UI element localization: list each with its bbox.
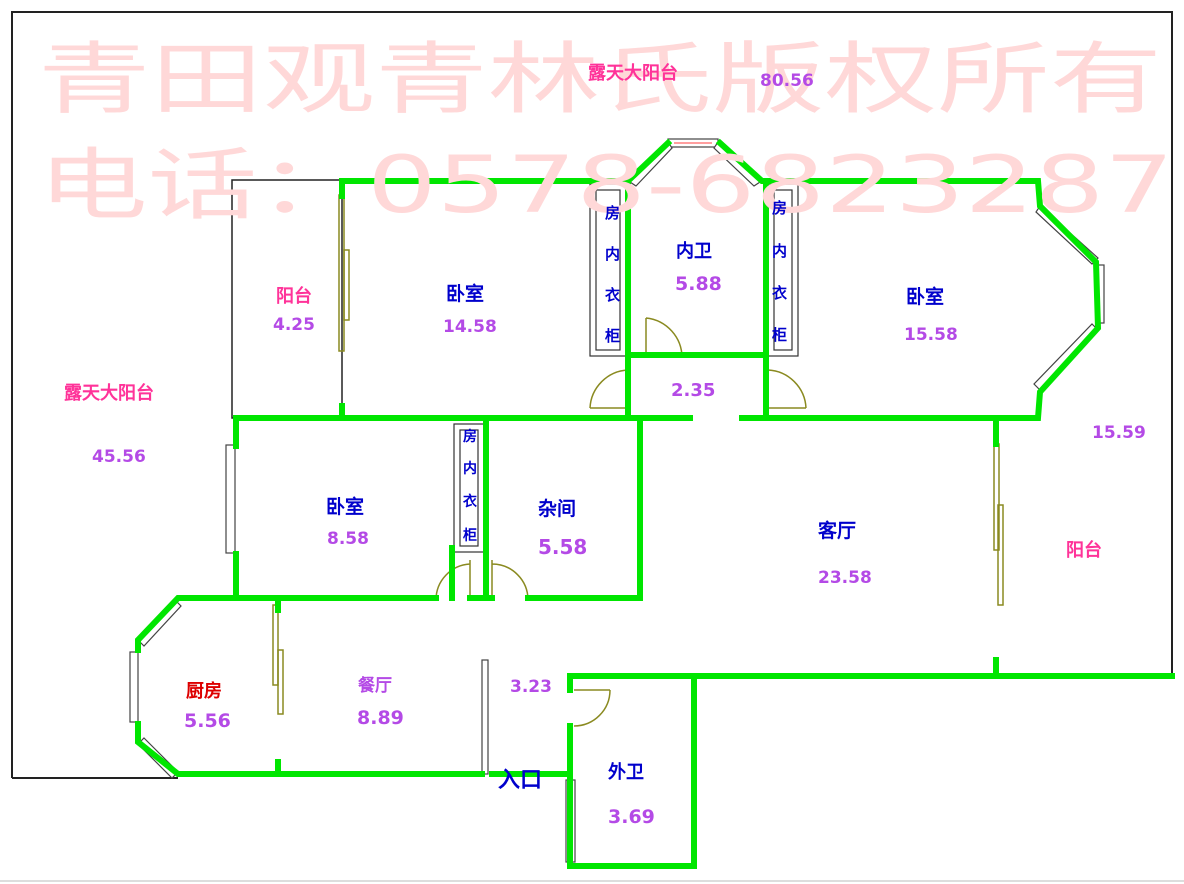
inner-bath-name: 内卫 [676, 240, 712, 262]
divider-foyer [481, 659, 489, 775]
bedroom-small-area: 8.58 [327, 529, 369, 549]
guest-bath-name: 外卫 [608, 761, 644, 783]
inner-bath-area: 5.88 [675, 273, 722, 295]
balcony-small-name: 阳台 [276, 285, 312, 307]
wardrobe-outlines [453, 183, 799, 553]
wardrobe-3-char-4: 柜 [463, 527, 477, 544]
foyer-area: 3.23 [510, 677, 552, 697]
dining-area: 8.89 [357, 707, 404, 729]
bedroom-main-name: 卧室 [446, 282, 484, 305]
entrance-label: 入口 [498, 768, 542, 793]
walls [135, 138, 1175, 869]
wardrobe-2-char-4: 柜 [771, 326, 787, 344]
bedroom-small-name: 卧室 [326, 495, 364, 518]
living-area: 23.58 [818, 568, 872, 588]
wall-kitchen [135, 595, 239, 653]
watermark-line-2: 电话：0578-6823287 [38, 141, 1174, 231]
dining-name: 餐厅 [358, 675, 392, 696]
window-kitchen-left [129, 651, 139, 723]
bedroom-right-area: 15.58 [904, 325, 958, 345]
hallway-area: 2.35 [671, 380, 715, 401]
balcony-right-name: 阳台 [1066, 539, 1102, 561]
wardrobe-1-char-4: 柜 [604, 327, 620, 345]
watermark-line-1: 青田观青林氏版权所有 [38, 35, 1162, 125]
kitchen-area: 5.56 [184, 710, 231, 732]
terrace-outline [11, 11, 1173, 778]
room-labels: 露天大阳台 80.56 露天大阳台 45.56 阳台 4.25 卧室 14.58… [64, 62, 1146, 828]
living-name: 客厅 [818, 519, 856, 542]
wardrobe-2-char-1: 房 [772, 199, 787, 217]
window-kitchen-top [137, 599, 182, 647]
swing-doors [435, 317, 807, 727]
storage-area: 5.58 [538, 535, 587, 559]
watermark: 青田观青林氏版权所有 电话：0578-6823287 [38, 35, 1174, 231]
wardrobe-3-char-2: 内 [463, 460, 477, 477]
wardrobe-2-outline [767, 183, 799, 357]
window-small-bedroom [225, 444, 236, 554]
guest-bath-area: 3.69 [608, 806, 655, 828]
balcony-right-area: 15.59 [1092, 423, 1146, 443]
wardrobe-2-char-2: 内 [772, 242, 787, 260]
wardrobe-2-char-3: 衣 [772, 284, 787, 302]
terrace-left-name: 露天大阳台 [64, 382, 154, 404]
wardrobe-1-char-1: 房 [605, 204, 620, 222]
wardrobe-3-char-1: 房 [463, 428, 477, 445]
wardrobe-3-outline [453, 423, 485, 553]
balcony-small-area: 4.25 [273, 315, 315, 335]
wardrobe-1-char-2: 内 [605, 245, 620, 263]
terrace-top-area: 80.56 [760, 71, 814, 91]
wall-guest-bath [489, 673, 1175, 869]
terrace-left-area: 45.56 [92, 447, 146, 467]
wardrobe-3-char-3: 衣 [463, 493, 478, 510]
kitchen-name: 厨房 [186, 680, 222, 702]
bedroom-main-area: 14.58 [443, 317, 497, 337]
terrace-top-name: 露天大阳台 [588, 62, 678, 84]
wardrobe-1-char-3: 衣 [605, 286, 620, 304]
storage-name: 杂间 [538, 498, 576, 520]
bedroom-right-name: 卧室 [906, 285, 944, 308]
wall-top-right [715, 138, 1102, 421]
window-right-lower [1033, 323, 1099, 391]
